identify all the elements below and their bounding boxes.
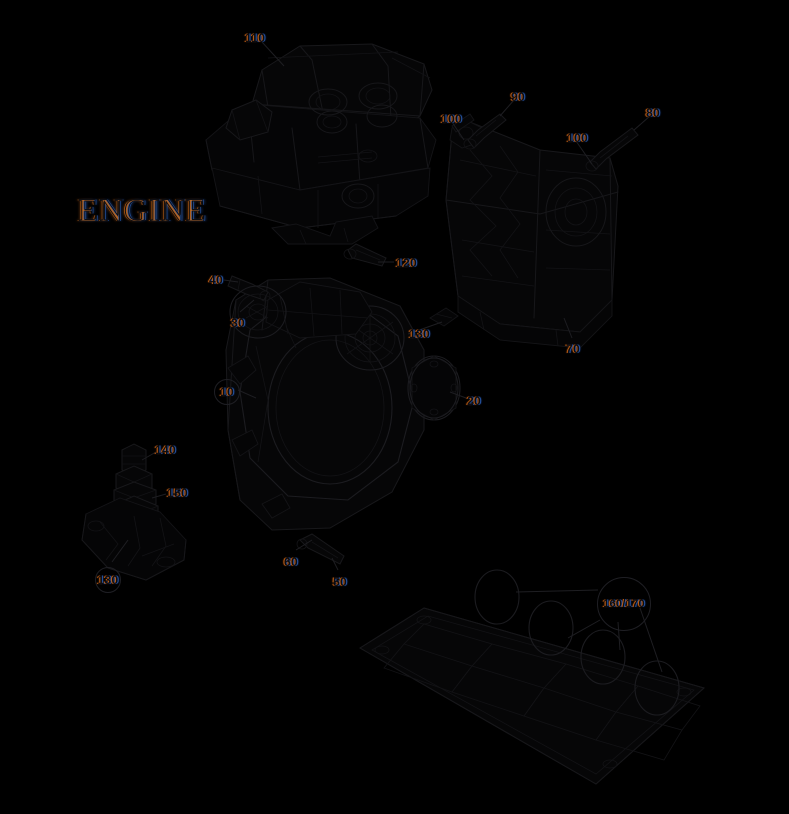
callout-160-170[interactable]: 160/170 [597,577,651,631]
callout-110[interactable]: 110 [245,31,266,45]
fastener-group [451,113,639,172]
callout-130-cover[interactable]: 130 [409,327,430,341]
callout-140[interactable]: 140 [155,443,176,457]
assembly-crankcase-block [445,119,619,349]
part-sensor-on-cover [429,307,459,327]
callout-130-sensor[interactable]: 130 [95,567,121,593]
callout-100-upper[interactable]: 100 [441,112,462,126]
callout-80[interactable]: 80 [646,106,660,120]
assembly-cylinder-head-cover [205,43,437,245]
lower-fastener-group [296,533,345,565]
callout-60[interactable]: 60 [284,555,298,569]
leader-lines [111,41,663,673]
callout-120[interactable]: 120 [396,256,417,270]
assembly-bearing-flange [407,355,461,421]
callout-150[interactable]: 150 [167,486,188,500]
page-title: ENGINE [78,193,207,230]
callout-90[interactable]: 90 [511,90,525,104]
callout-40[interactable]: 40 [209,273,223,287]
assembly-crankcase-cover [225,277,425,531]
callout-70[interactable]: 70 [566,342,580,356]
callout-50[interactable]: 50 [333,575,347,589]
callout-100-right[interactable]: 100 [567,131,588,145]
assembly-gasket-plate [359,569,706,785]
callout-20[interactable]: 20 [467,394,481,408]
part-linkage-rod [343,243,387,267]
assembly-sensor [81,443,187,581]
callout-30[interactable]: 30 [231,316,245,330]
callout-10[interactable]: 10 [214,379,240,405]
